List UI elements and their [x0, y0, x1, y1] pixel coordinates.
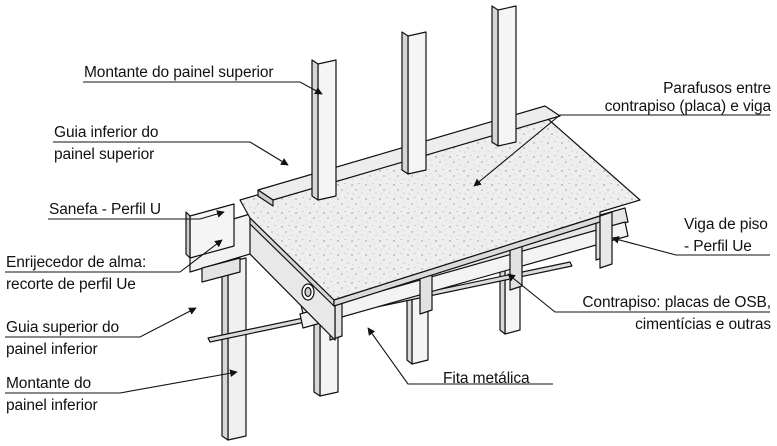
web-stiffener — [201, 257, 241, 283]
label-guia-inferior-line1: Guia inferior do — [54, 124, 159, 141]
upper-stud-1 — [311, 59, 337, 201]
label-guia-superior-line2: painel inferior — [6, 341, 98, 358]
label-enrijecedor-line2: recorte de perfil Ue — [6, 276, 136, 293]
label-contrapiso-line2: cimentícias e outras — [635, 316, 771, 333]
label-enrijecedor-line1: Enrijecedor de alma: — [6, 254, 147, 271]
label-guia-superior-line1: Guia superior do — [6, 319, 119, 336]
upper-stud-2 — [401, 31, 427, 175]
label-parafusos-line1: Parafusos entre — [663, 80, 771, 97]
label-sanefa: Sanefa - Perfil U — [49, 201, 162, 218]
upper-stud-3 — [491, 5, 517, 147]
label-montante-superior: Montante do painel superior — [84, 64, 274, 81]
label-viga-line2: - Perfil Ue — [684, 238, 752, 255]
lower-stud-front — [221, 257, 247, 441]
label-montante-inferior-line1: Montante do — [6, 375, 92, 392]
label-contrapiso-line1: Contrapiso: placas de OSB, — [582, 294, 771, 311]
label-montante-inferior-line2: painel inferior — [6, 397, 98, 414]
label-parafusos-line2: contrapiso (placa) e viga — [604, 98, 771, 115]
label-fita-metalica: Fita metálica — [443, 370, 530, 387]
label-guia-inferior-line2: painel superior — [54, 146, 155, 163]
joist-end — [599, 211, 613, 269]
label-viga-line1: Viga de piso — [684, 216, 768, 233]
